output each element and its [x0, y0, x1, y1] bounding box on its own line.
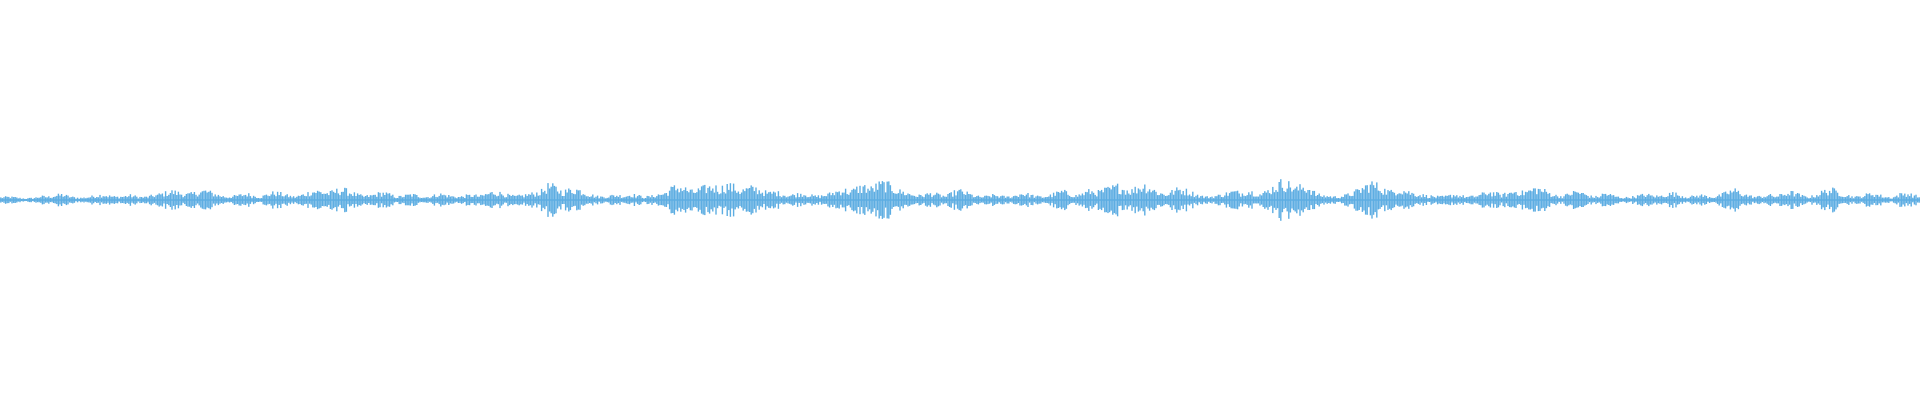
waveform-bars — [0, 179, 1920, 221]
